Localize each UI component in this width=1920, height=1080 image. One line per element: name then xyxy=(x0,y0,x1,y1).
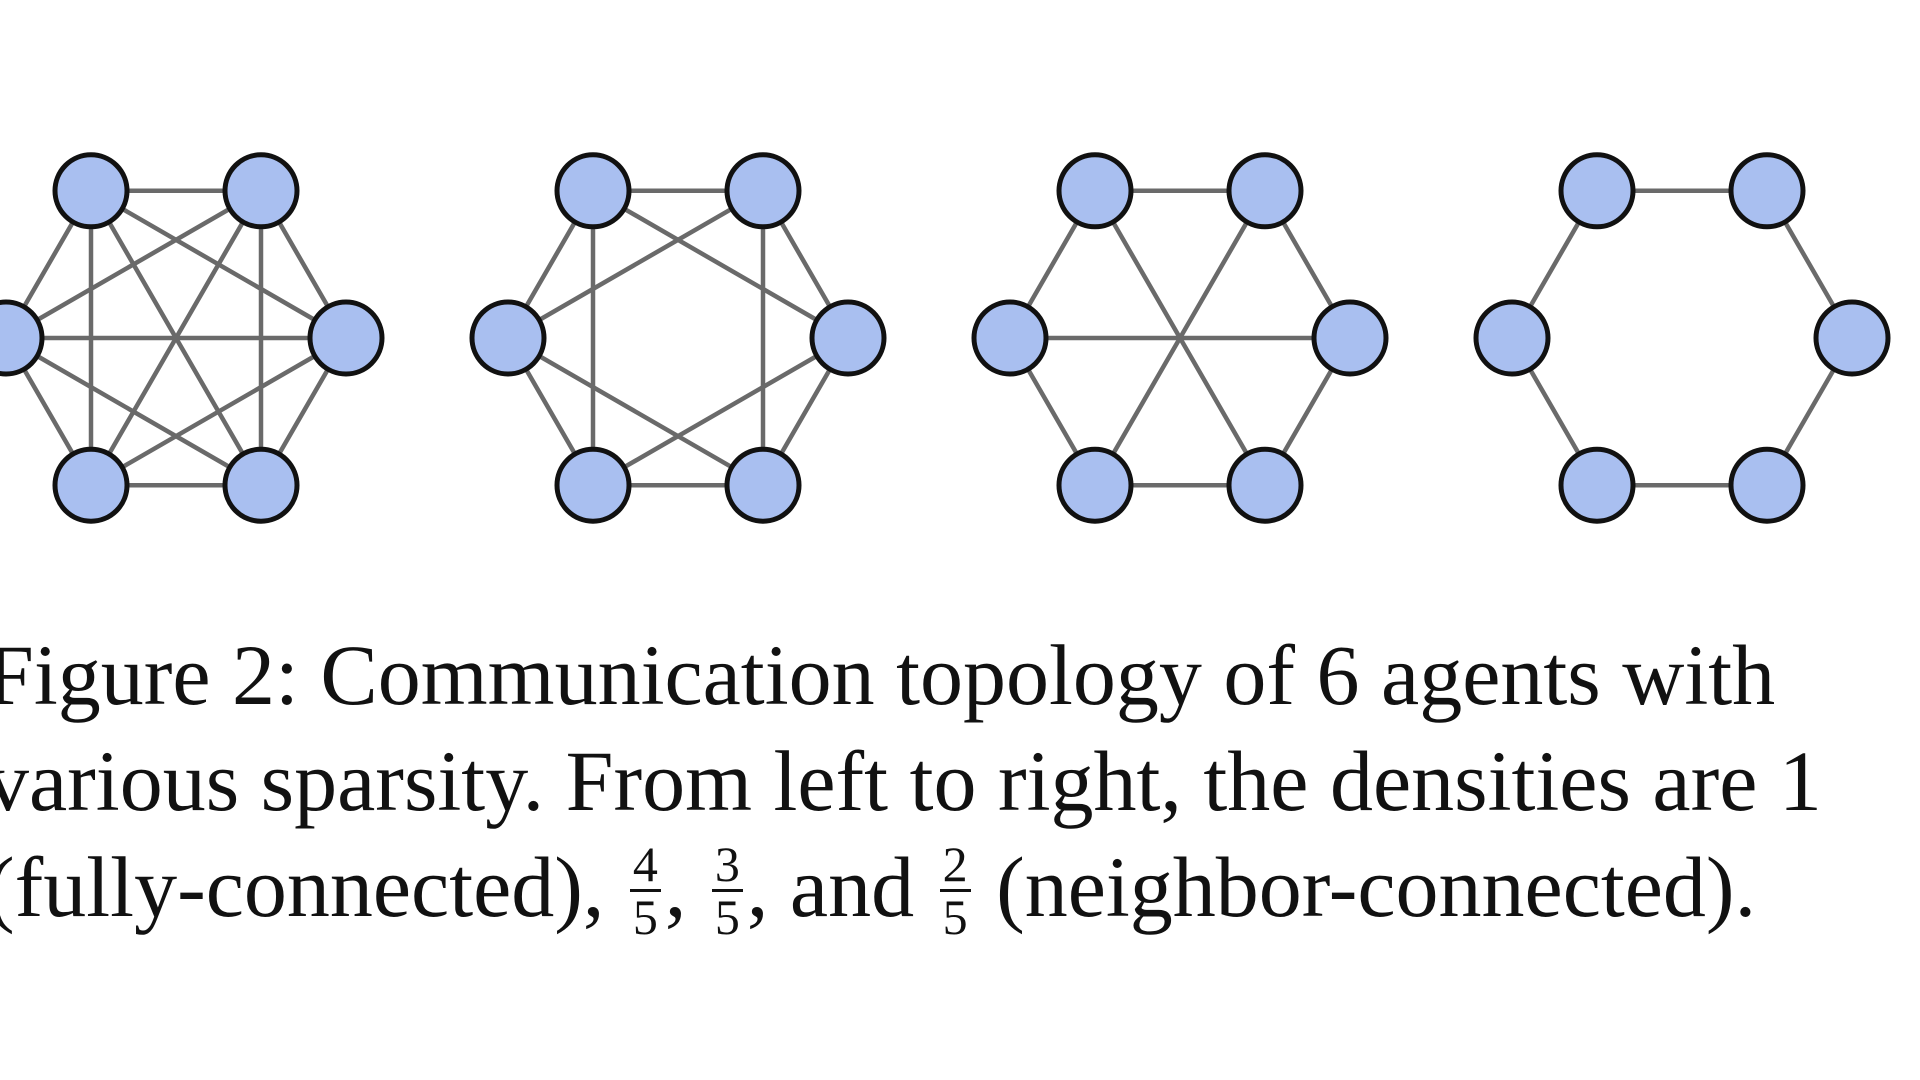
agent-node-1 xyxy=(1728,152,1806,230)
agent-node-3 xyxy=(222,446,300,524)
fraction-denominator: 5 xyxy=(714,888,740,945)
fraction-denominator: 5 xyxy=(942,888,968,945)
agent-node-1 xyxy=(1226,152,1304,230)
agent-node-2 xyxy=(1311,299,1389,377)
agent-node-4 xyxy=(52,446,130,524)
topology-graph-1 xyxy=(0,152,385,524)
caption-separator: , and xyxy=(746,839,936,935)
agent-node-4 xyxy=(1056,446,1134,524)
edge-2-4 xyxy=(88,335,349,488)
agent-node-3 xyxy=(1226,446,1304,524)
caption-line-2: various sparsity. From left to right, th… xyxy=(0,733,1822,829)
topology-figure xyxy=(0,152,1891,524)
topology-graph-3 xyxy=(971,152,1389,524)
agent-node-1 xyxy=(222,152,300,230)
caption-line-1: Figure 2: Communication topology of 6 ag… xyxy=(0,627,1776,723)
agent-node-0 xyxy=(554,152,632,230)
agent-node-3 xyxy=(1728,446,1806,524)
agent-node-2 xyxy=(307,299,385,377)
edge-3-5 xyxy=(3,335,264,488)
agent-node-5 xyxy=(469,299,547,377)
fraction-numerator: 4 xyxy=(629,839,661,892)
caption-text-fully-connected: (fully-connected), xyxy=(0,839,626,935)
agent-node-0 xyxy=(1056,152,1134,230)
fraction-numerator: 2 xyxy=(939,839,971,892)
agent-node-3 xyxy=(724,446,802,524)
edge-1-5 xyxy=(3,188,264,341)
edge-1-5 xyxy=(505,188,766,341)
fraction-numerator: 3 xyxy=(711,839,743,892)
caption-separator: , xyxy=(664,839,708,935)
agent-node-5 xyxy=(971,299,1049,377)
agent-node-0 xyxy=(52,152,130,230)
edge-2-4 xyxy=(590,335,851,488)
fraction-denominator: 5 xyxy=(632,888,658,945)
agent-node-1 xyxy=(724,152,802,230)
agent-node-2 xyxy=(1813,299,1891,377)
agent-node-4 xyxy=(554,446,632,524)
topology-graph-2 xyxy=(469,152,887,524)
edge-3-5 xyxy=(505,335,766,488)
caption-text-neighbor-connected: (neighbor-connected). xyxy=(974,839,1757,935)
edge-0-2 xyxy=(590,188,851,341)
agent-node-5 xyxy=(0,299,45,377)
agent-node-5 xyxy=(1473,299,1551,377)
agent-node-2 xyxy=(809,299,887,377)
figure-caption: Figure 2: Communication topology of 6 ag… xyxy=(0,622,1920,945)
agent-node-0 xyxy=(1558,152,1636,230)
agent-node-4 xyxy=(1558,446,1636,524)
topology-graph-4 xyxy=(1473,152,1891,524)
